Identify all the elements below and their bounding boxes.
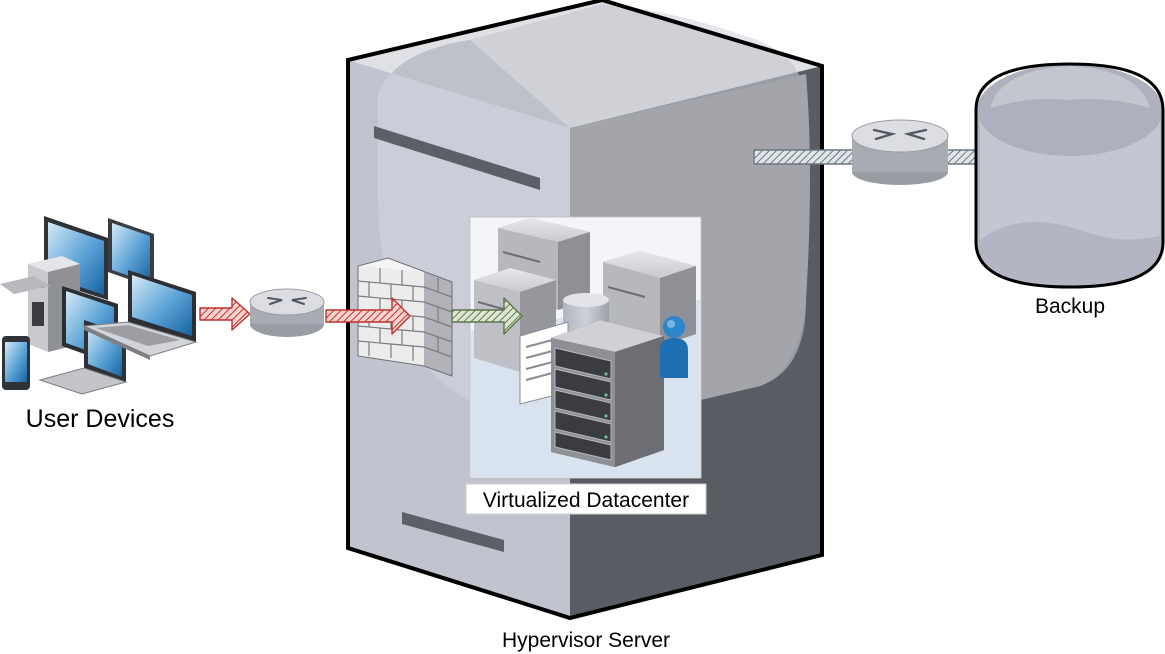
database-cylinder-icon bbox=[974, 62, 1165, 289]
backup-storage[interactable]: Backup bbox=[974, 62, 1165, 318]
hypervisor-server-label: Hypervisor Server bbox=[502, 629, 670, 652]
backup-label: Backup bbox=[1035, 295, 1105, 318]
firewall-icon bbox=[357, 257, 453, 377]
firewall[interactable] bbox=[357, 257, 453, 377]
user-devices[interactable]: User Devices bbox=[0, 216, 198, 433]
monitor-icon bbox=[108, 218, 154, 288]
user-devices-cluster-icon bbox=[0, 216, 198, 395]
router-inbound[interactable] bbox=[249, 288, 325, 337]
arrow-devices-to-router bbox=[199, 297, 251, 331]
virtual-datacenter-icon bbox=[469, 216, 702, 479]
router-icon bbox=[249, 288, 325, 337]
router-icon bbox=[851, 119, 949, 185]
arrow-router-to-firewall bbox=[325, 297, 411, 335]
user-devices-label: User Devices bbox=[26, 405, 175, 433]
rack-server-icon bbox=[551, 320, 664, 467]
virtualized-datacenter-label-bg bbox=[465, 483, 707, 515]
user-person-icon bbox=[660, 316, 688, 378]
laptop-icon bbox=[82, 270, 198, 360]
laptop-icon bbox=[38, 320, 128, 395]
arrow-firewall-to-datacenter bbox=[451, 297, 523, 335]
virtualized-datacenter[interactable]: Virtualized Datacenter bbox=[465, 216, 707, 515]
virtualized-datacenter-label: Virtualized Datacenter bbox=[483, 489, 689, 512]
phone-icon bbox=[2, 336, 30, 390]
router-backup[interactable] bbox=[851, 119, 949, 185]
